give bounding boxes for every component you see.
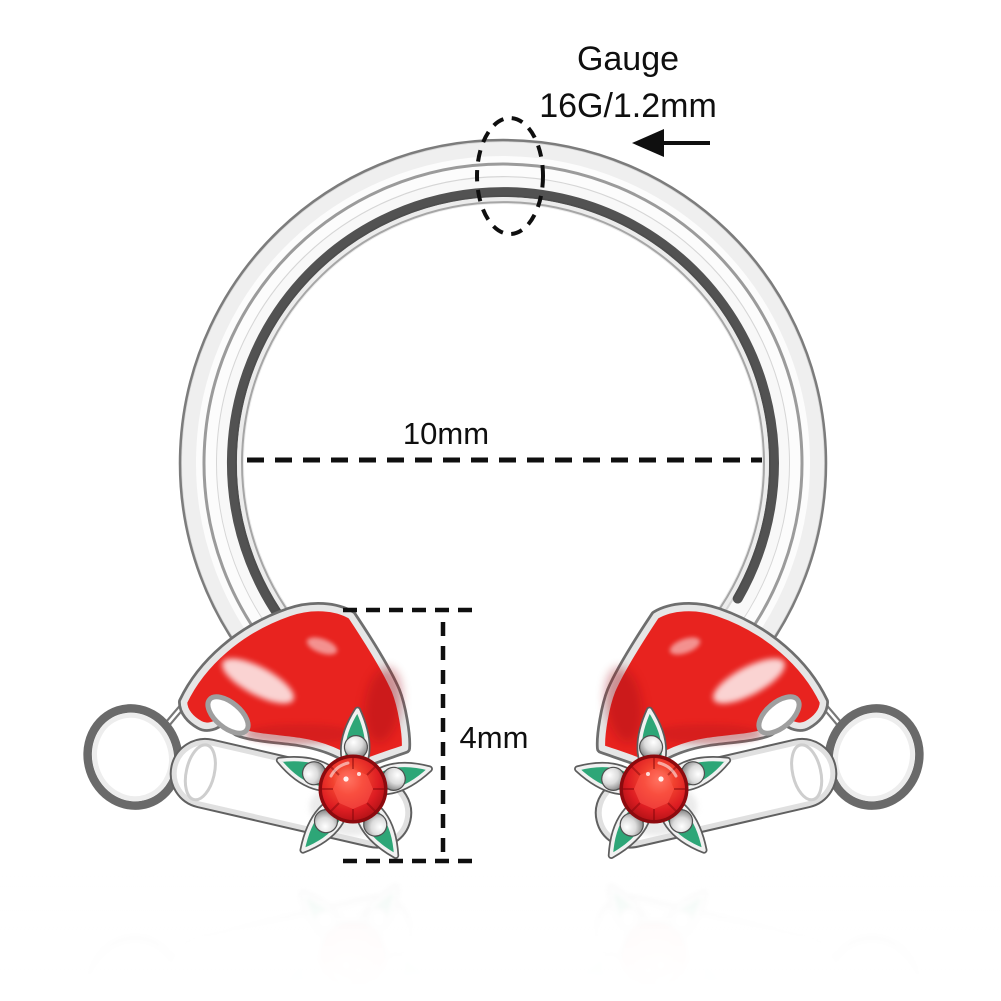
left-arrow-icon (632, 129, 710, 157)
dimension-annotations: Gauge 16G/1.2mm 10mm 4mm (247, 40, 762, 864)
reflection-fade (0, 870, 1001, 1001)
dashed-ellipse-gauge-marker (475, 116, 545, 236)
gauge-value-label: 16G/1.2mm (539, 87, 717, 125)
charm-height-dimension (343, 607, 481, 864)
inner-diameter-label: 10mm (403, 416, 489, 451)
charm-height-label: 4mm (460, 720, 529, 755)
horseshoe-ring (178, 138, 828, 678)
gauge-label: Gauge (577, 40, 679, 78)
